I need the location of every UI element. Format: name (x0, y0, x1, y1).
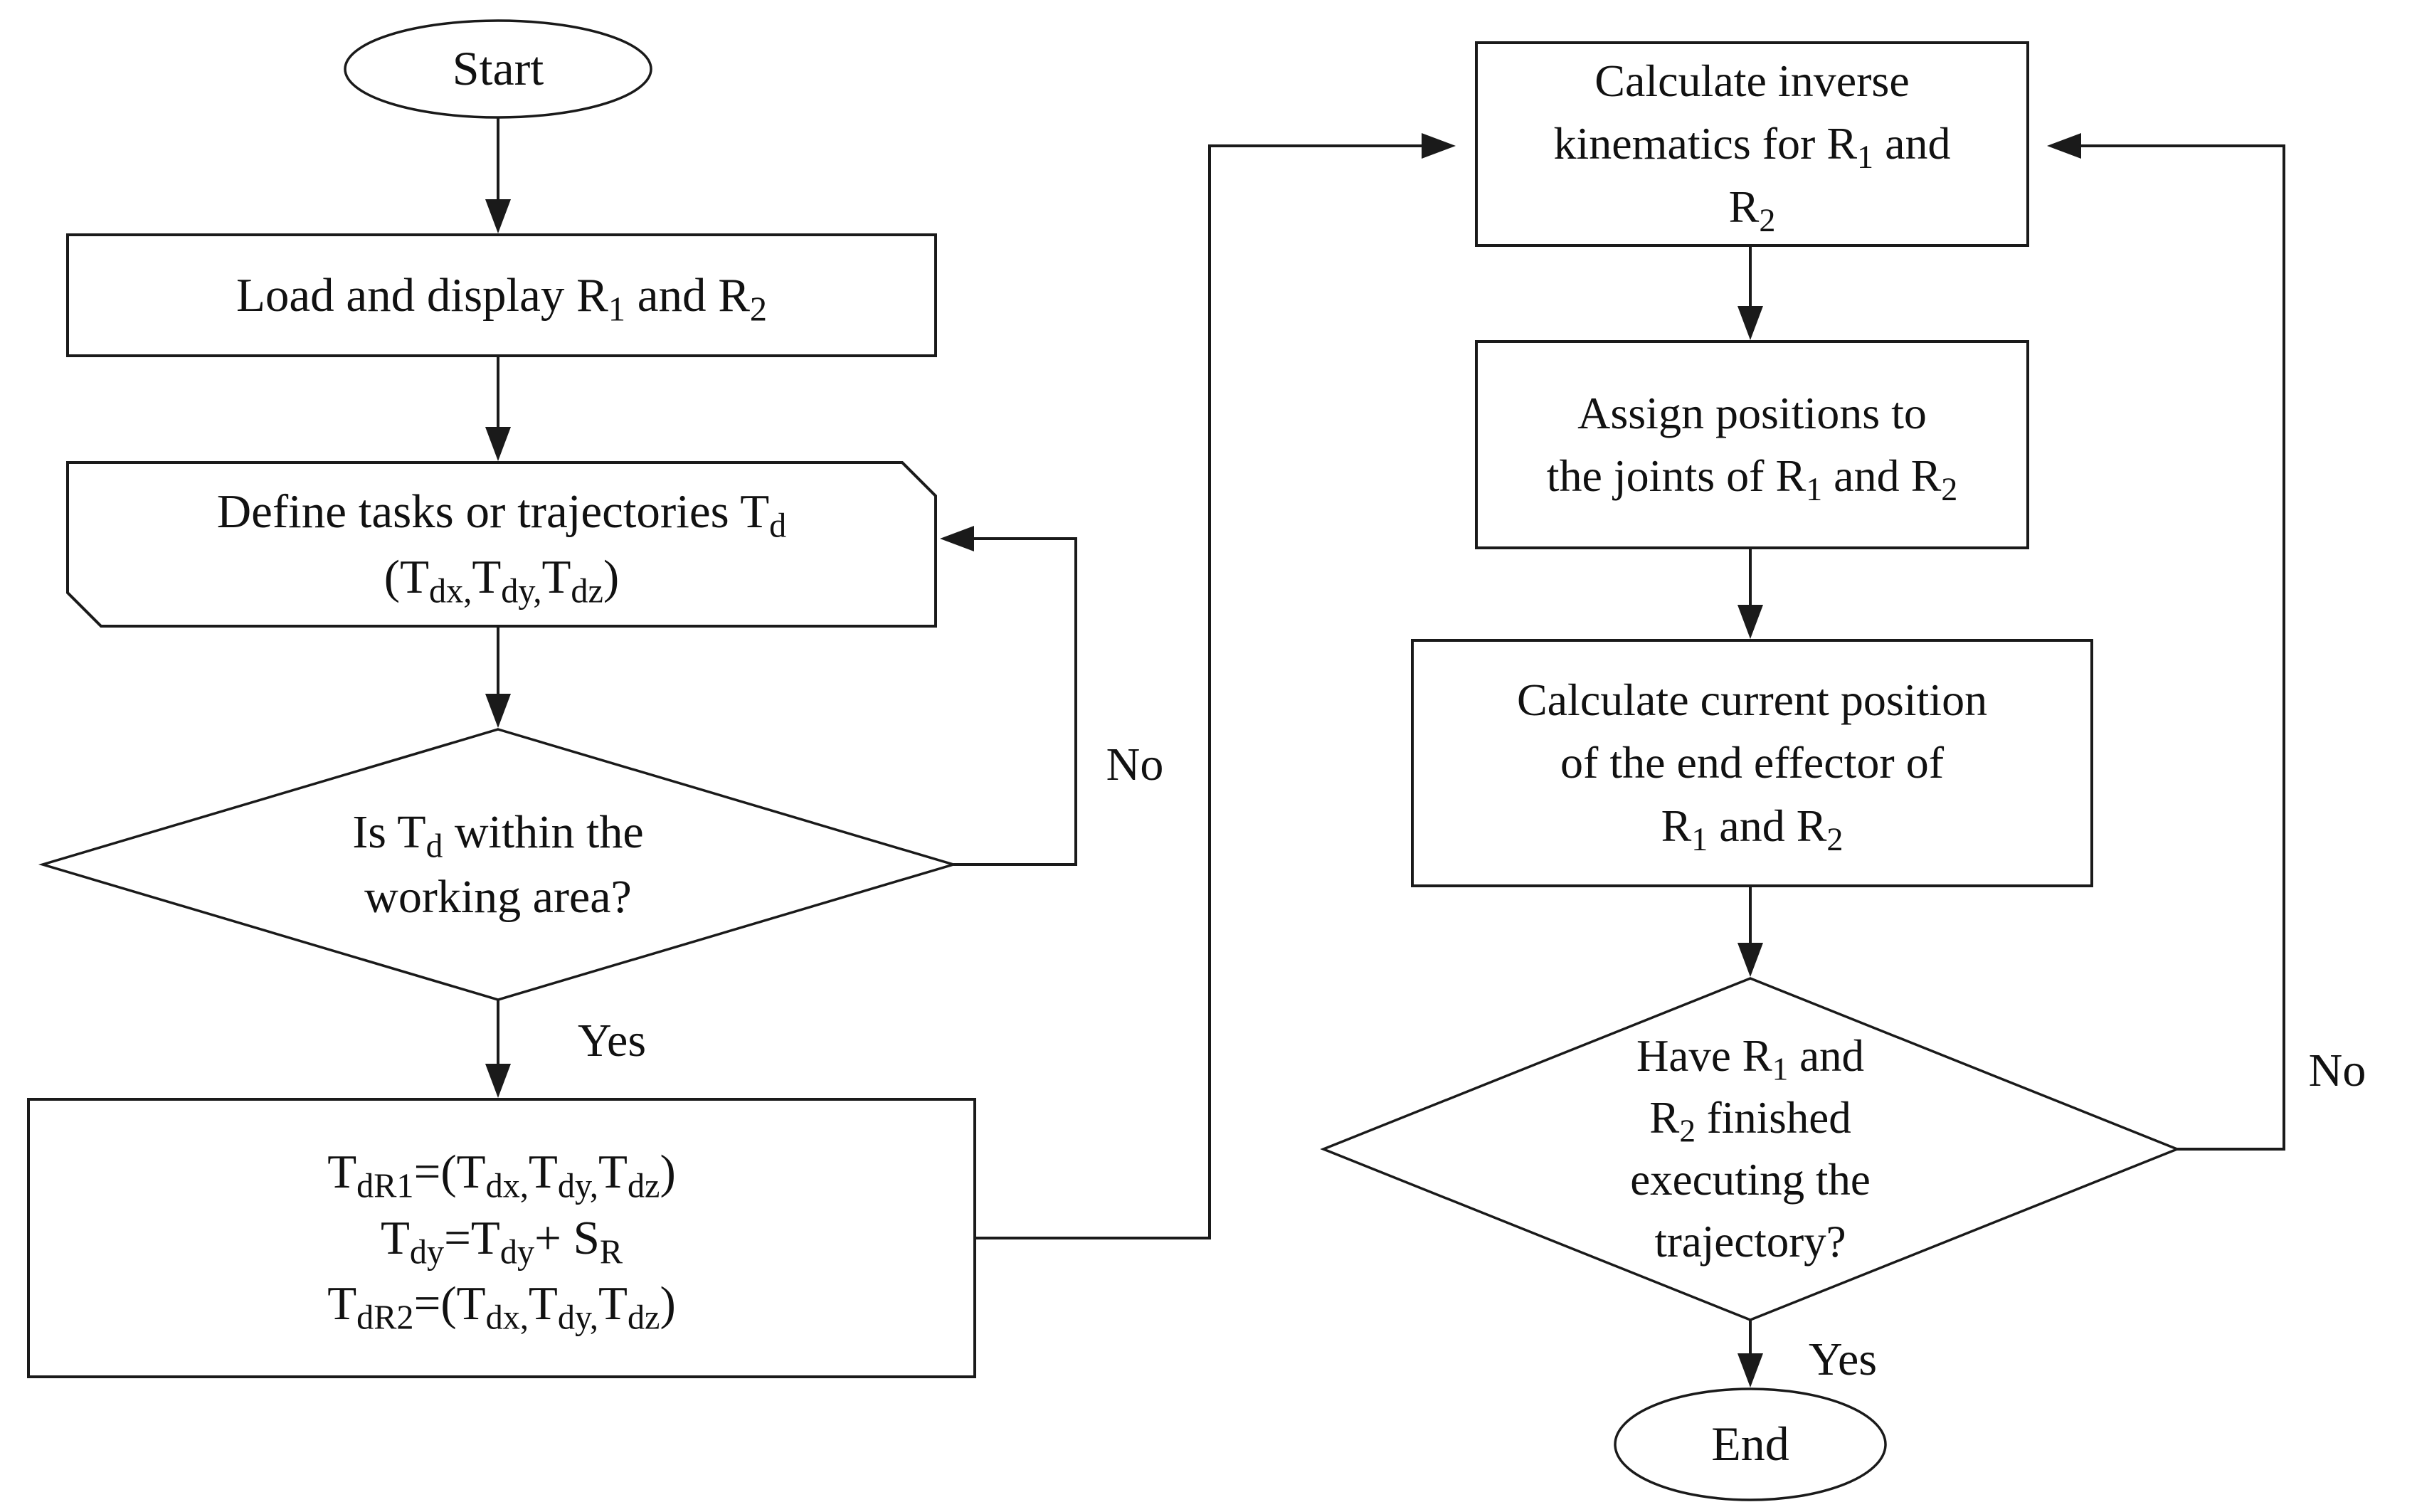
inverse-kinematics-box-shape (1475, 41, 2029, 247)
start-label: Start (452, 41, 544, 96)
decision1-label: Is Td within the working area? (352, 805, 644, 923)
edge-decision1-no-loop (940, 526, 1077, 866)
assign-trajectories-label: TdR1=(Tdx,Tdy,Tdz) Tdy=Tdy+ SR TdR2=(Tdx… (327, 1146, 676, 1337)
edge-decision2-no-loop (2047, 133, 2285, 1151)
end-terminator-shape (1614, 1387, 1887, 1501)
decision2-diamond-shape (1320, 977, 2181, 1321)
load-display-box-shape (66, 233, 937, 357)
decision2-label: Have R1 and R2 finished executing the tr… (1630, 1031, 1871, 1267)
decision1-diamond-shape (38, 728, 958, 1001)
assign-positions-label: Assign positions to the joints of R1 and… (1546, 387, 1958, 507)
current-position-label: Calculate current position of the end ef… (1516, 675, 1988, 857)
assign-trajectories-box-shape (27, 1098, 976, 1378)
define-tasks-card-shape (66, 461, 937, 628)
edge-label-no-right: No (2308, 1044, 2366, 1096)
edge-label-yes-left: Yes (577, 1014, 647, 1067)
end-label: End (1711, 1417, 1789, 1471)
edge-assign-to-kinematics (975, 133, 1456, 1239)
inverse-kinematics-label: Calculate inverse kinematics for R1 and … (1553, 55, 1951, 238)
edge-label-yes-right: Yes (1808, 1333, 1878, 1385)
start-terminator-shape (344, 19, 652, 119)
edge-label-no-left: No (1106, 738, 1164, 791)
load-display-label: Load and display R1 and R2 (236, 268, 768, 329)
current-position-box-shape (1411, 639, 2093, 887)
assign-positions-box-shape (1475, 340, 2029, 549)
define-tasks-label: Define tasks or trajectories Td (Tdx,Tdy… (216, 485, 787, 610)
